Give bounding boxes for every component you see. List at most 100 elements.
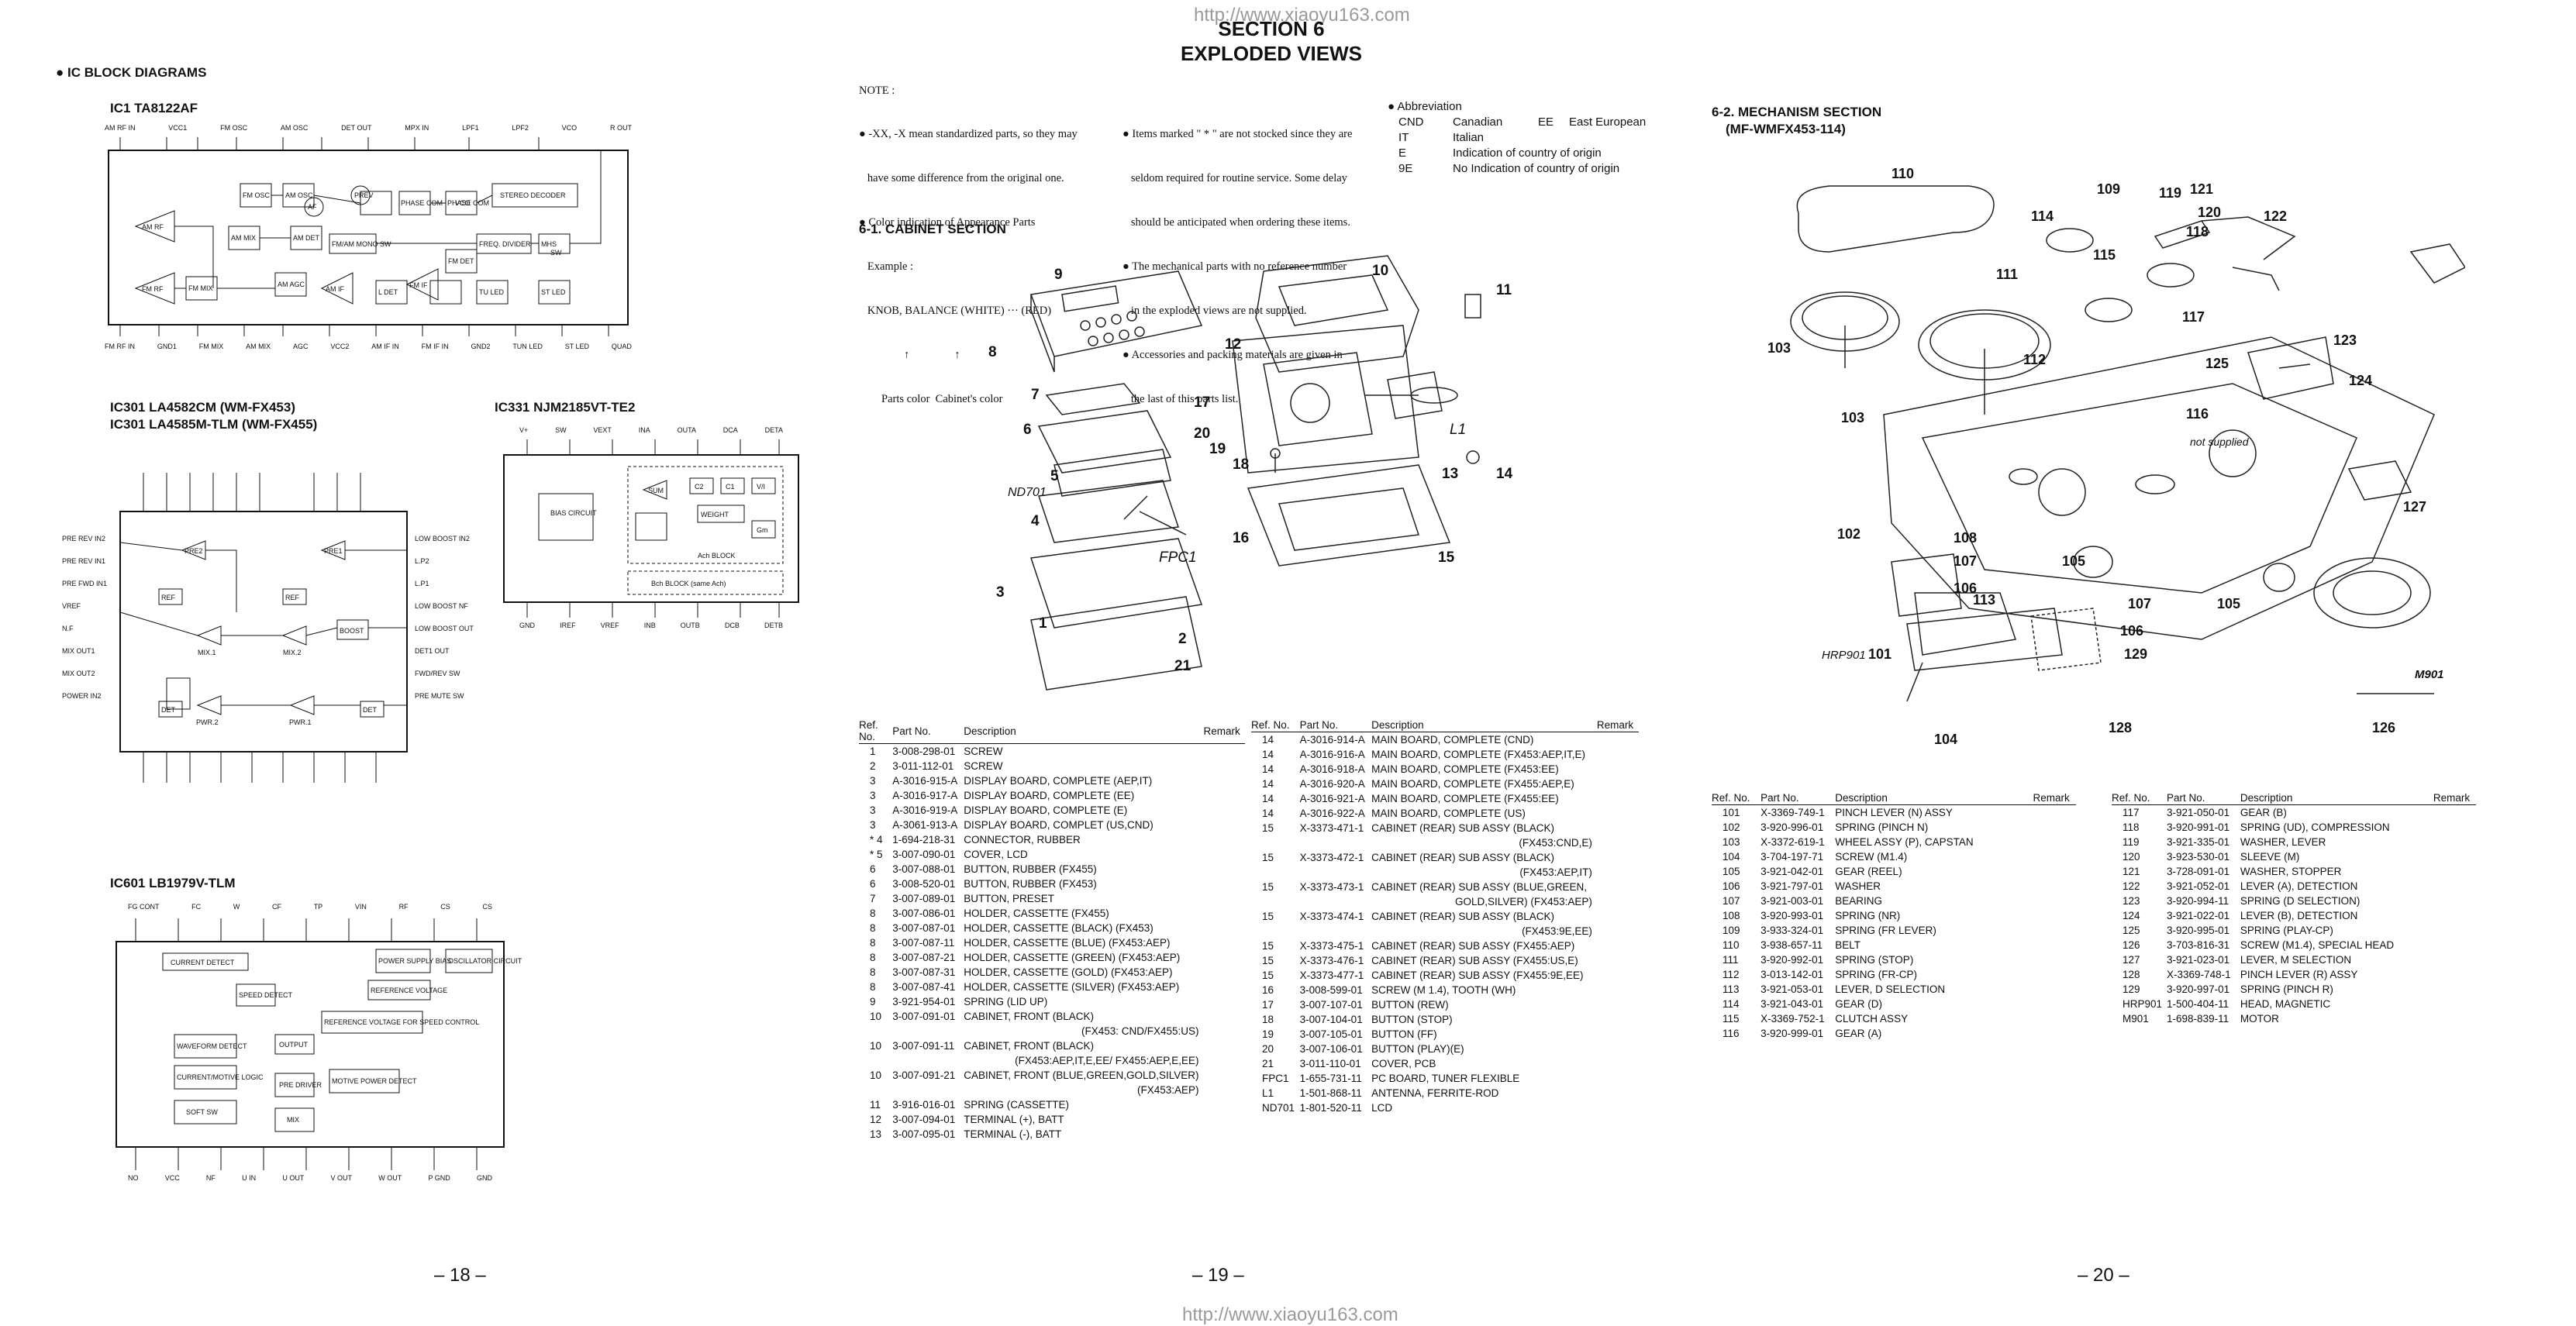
block-label: Bch BLOCK (same Ach) <box>651 580 726 587</box>
remark <box>1597 791 1639 806</box>
part-no: A-3016-921-A <box>1299 793 1365 804</box>
remark <box>2033 982 2077 997</box>
callout-label: FPC1 <box>1159 549 1197 566</box>
block-label: PREV <box>354 191 374 199</box>
remark <box>1597 1042 1639 1056</box>
ref-no: 15 <box>1262 881 1274 893</box>
part-no: A-3016-918-A <box>1299 763 1365 775</box>
col-header: Part No. <box>1299 719 1372 732</box>
note-title: NOTE : <box>859 84 895 97</box>
description: SCREW <box>964 746 1003 757</box>
part-no <box>1300 924 1372 939</box>
table-header: Ref. No. Part No. Description Remark <box>859 719 1245 744</box>
ref-no: 105 <box>1723 866 1740 877</box>
callout-label: 14 <box>1496 466 1513 482</box>
block-label: PHASE COM <box>401 199 443 207</box>
pin-label: FG CONT <box>128 903 160 911</box>
part-no: 3-920-992-01 <box>1760 954 1824 966</box>
part-no <box>1300 894 1372 909</box>
remark <box>2433 1011 2476 1026</box>
description: HOLDER, CASSETTE (GREEN) (FX453:AEP) <box>964 952 1181 963</box>
callout-label: 12 <box>1225 336 1241 353</box>
part-no: 3-704-197-71 <box>1760 851 1824 863</box>
part-no: 3-920-994-11 <box>2167 895 2229 907</box>
remark <box>1597 835 1639 850</box>
abbr-meaning: East European <box>1569 115 1647 129</box>
table-row: (FX453:AEP,IT,E,EE/ FX455:AEP,E,EE) <box>859 1053 1245 1068</box>
cabinet-section-title: 6-1. CABINET SECTION <box>859 222 1006 236</box>
part-no: A-3016-915-A <box>892 775 958 787</box>
pin-label: VEXT <box>593 426 612 434</box>
pin-label: FM IF IN <box>421 343 449 350</box>
description: HOLDER, CASSETTE (GOLD) (FX453:AEP) <box>964 966 1173 978</box>
pin-label: VCC <box>164 1174 180 1182</box>
description: LEVER, M SELECTION <box>2240 954 2352 966</box>
description: MAIN BOARD, COMPLETE (FX453:AEP,IT,E) <box>1371 749 1585 760</box>
note-line: have some difference from the original o… <box>859 172 1064 184</box>
part-no: 3-703-816-31 <box>2167 939 2230 951</box>
part-no: 3-921-797-01 <box>1760 880 1824 892</box>
callout-label: 102 <box>1837 526 1860 542</box>
description: LCD <box>1371 1102 1393 1114</box>
ref-no: 3 <box>870 804 876 816</box>
mechanism-parts-table-left: Ref. No. Part No. Description Remark 101… <box>1712 792 2076 1041</box>
pin-label: RF <box>398 903 409 911</box>
pin-label: L.P1 <box>415 580 429 587</box>
remark <box>2433 849 2476 864</box>
block-label: VCO <box>455 199 471 207</box>
ref-no: 8 <box>870 966 876 978</box>
ref-no: 13 <box>870 1128 882 1140</box>
ic331-bottom-pin-labels: GND IREF VREF INB OUTB DCB DETB <box>519 622 783 629</box>
part-no: 3-007-087-01 <box>892 922 956 934</box>
ref-no <box>859 1024 892 1038</box>
remark <box>1204 1024 1245 1038</box>
callout-label: 104 <box>1934 732 1957 747</box>
remark <box>1204 803 1245 818</box>
part-no: A-3016-917-A <box>892 790 958 801</box>
ref-no: 10 <box>870 1069 882 1081</box>
callout-label: 127 <box>2403 499 2426 515</box>
note-line: in the exploded views are not supplied. <box>1122 305 1307 317</box>
remark <box>1597 880 1639 894</box>
description: PINCH LEVER (R) ASSY <box>2240 969 2358 980</box>
remark <box>1204 788 1245 803</box>
ref-no: 123 <box>2123 895 2140 907</box>
pin-label: DET1 OUT <box>415 647 450 655</box>
ref-no: L1 <box>1262 1087 1274 1099</box>
note-line: Parts color Cabinet's color <box>859 393 1003 405</box>
description: CABINET (REAR) SUB ASSY (BLACK) <box>1371 852 1554 863</box>
ref-no: 15 <box>1262 940 1274 952</box>
remark <box>1204 935 1245 950</box>
remark <box>2433 908 2476 923</box>
description: BUTTON, PRESET <box>964 893 1055 904</box>
block-label: PRE2 <box>184 547 203 555</box>
pin-label: ST LED <box>564 343 590 350</box>
description: SPRING (FR-CP) <box>1835 969 1918 980</box>
callout-label: 114 <box>2031 208 2054 224</box>
ref-no: 115 <box>1723 1013 1740 1025</box>
remark <box>2033 835 2077 849</box>
part-no: 3-920-991-01 <box>2167 821 2230 833</box>
remark <box>1204 773 1245 788</box>
part-no: 3-920-993-01 <box>1760 910 1824 921</box>
ic601-diagram: FG CONT FC W CF TP VIN RF CS CS CURRENT … <box>105 903 523 1197</box>
ref-no: 110 <box>1723 939 1740 951</box>
pin-label: GND <box>519 622 535 629</box>
ic1-title: IC1 TA8122AF <box>110 101 198 115</box>
ref-no: 14 <box>1262 749 1274 760</box>
part-no: 3-921-003-01 <box>1760 895 1824 907</box>
remark <box>1204 1083 1245 1097</box>
description: CABINET, FRONT (BLACK) <box>964 1011 1095 1022</box>
